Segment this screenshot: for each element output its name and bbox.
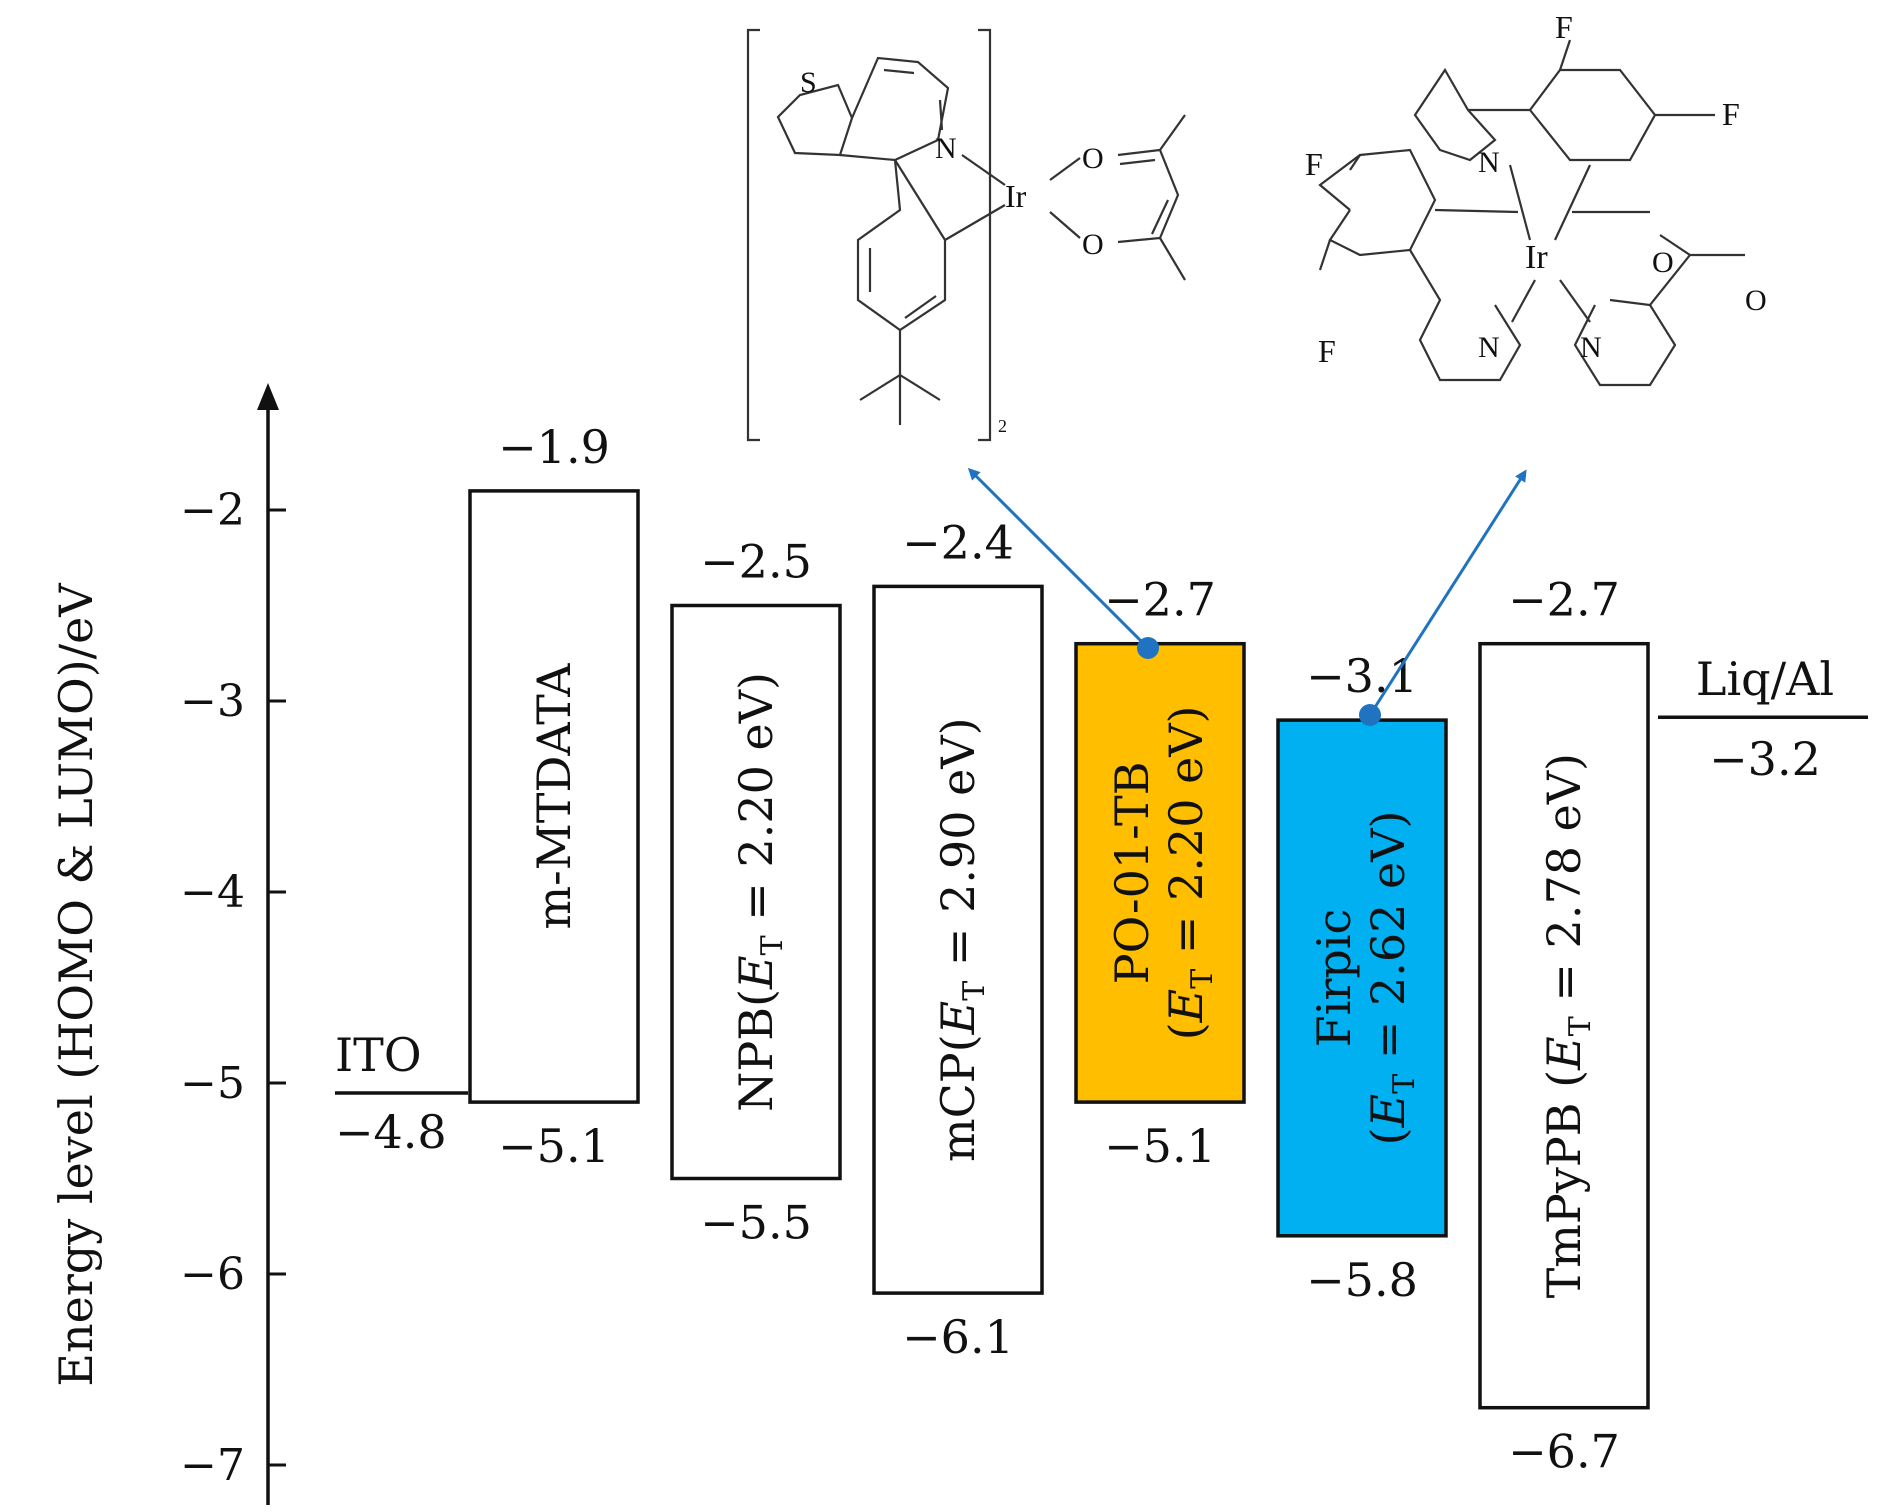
- pyridine-ring: [839, 56, 950, 162]
- atom-o-2: O: [1745, 284, 1767, 317]
- layer-label: (ET = 2.20 eV): [1159, 706, 1220, 1041]
- layer-label: NPB(ET = 2.20 eV): [729, 672, 790, 1112]
- lumo-label: −3.1: [1306, 649, 1418, 703]
- electrodes: ITO −4.8 Liq/Al −3.2: [335, 652, 1868, 1159]
- ir-bonds: [1434, 164, 1650, 323]
- layer-box: [468, 489, 640, 1104]
- emitter-arrows: [967, 467, 1527, 726]
- y-tick-label: −3: [180, 676, 245, 727]
- layer-mmtdata: −1.9 −5.1 m-MTDATA: [468, 420, 640, 1173]
- layer-box: [1276, 718, 1448, 1238]
- firpic-arrow: [1368, 469, 1527, 716]
- top-difluorophenyl: [1468, 68, 1657, 162]
- atom-f-3: F: [1305, 146, 1323, 182]
- atom-ir: Ir: [1005, 178, 1027, 214]
- right-bracket: [978, 28, 992, 442]
- carboxylate: [1649, 234, 1745, 306]
- homo-label: −5.1: [498, 1119, 610, 1173]
- bracket-subscript: 2: [998, 416, 1007, 436]
- cathode-name: Liq/Al: [1696, 652, 1834, 706]
- homo-label: −5.1: [1104, 1119, 1216, 1173]
- homo-label: −5.5: [700, 1196, 812, 1250]
- y-axis-label: Energy level (HOMO & LUMO)/eV: [49, 583, 103, 1387]
- ito-level-label: −4.8: [335, 1105, 447, 1159]
- atom-n-left: N: [1478, 331, 1500, 364]
- layer-npb: −2.5 −5.5 NPB(ET = 2.20 eV): [670, 535, 842, 1250]
- layer-box: [1074, 641, 1246, 1104]
- layer-label: PO-01-TB: [1105, 761, 1159, 984]
- layer-box: [872, 584, 1044, 1295]
- cathode-level-label: −3.2: [1709, 732, 1821, 786]
- layer-firpic: −3.1 −5.8 Firpic(ET = 2.62 eV): [1276, 649, 1448, 1307]
- y-tick-label: −6: [180, 1249, 245, 1300]
- phenyl-ring: [856, 159, 947, 332]
- atom-s: S: [800, 66, 817, 99]
- lumo-label: −2.7: [1508, 573, 1620, 627]
- layer-label: mCP(ET = 2.90 eV): [931, 717, 992, 1162]
- layer-box: [670, 603, 842, 1181]
- lumo-label: −2.4: [902, 515, 1014, 569]
- layer-label: (ET = 2.62 eV): [1361, 811, 1422, 1146]
- homo-label: −6.1: [902, 1310, 1014, 1364]
- layer-po01tb: −2.7 −5.1 PO-01-TB(ET = 2.20 eV): [1074, 573, 1246, 1173]
- f-bond-left-1: [1349, 154, 1361, 171]
- layer-label: m-MTDATA: [527, 663, 581, 930]
- acac-double-2: [1151, 199, 1169, 235]
- atom-ir: Ir: [1525, 239, 1548, 276]
- y-tick-label: −4: [180, 867, 245, 918]
- atom-n-top: N: [1478, 146, 1500, 179]
- po01tb-structure: S N Ir O O 2: [746, 28, 1186, 442]
- layer-label: Firpic: [1307, 909, 1361, 1048]
- y-axis-ticks: −2 −3 −4 −5 −6 −7: [180, 485, 286, 1491]
- atom-o-1: O: [1652, 246, 1674, 279]
- atom-o-top: O: [1082, 142, 1104, 175]
- tert-butyl: [859, 330, 941, 425]
- phenyl-double-2: [904, 295, 937, 319]
- lumo-label: −2.7: [1104, 573, 1216, 627]
- y-axis-arrowhead: [257, 383, 279, 410]
- lumo-label: −2.5: [700, 535, 812, 589]
- f-bond-top-1: [1558, 39, 1572, 71]
- atom-f-4: F: [1318, 333, 1336, 369]
- lumo-label: −1.9: [498, 420, 610, 474]
- y-tick-label: −2: [180, 485, 245, 536]
- homo-label: −6.7: [1508, 1425, 1620, 1479]
- atom-o-bottom: O: [1082, 228, 1104, 261]
- bottom-left-pyridine: [1409, 249, 1522, 382]
- pyridine-double-2: [938, 99, 944, 131]
- atom-n: N: [935, 132, 957, 165]
- ito-name: ITO: [335, 1028, 422, 1082]
- n-ir-bond: [961, 154, 1006, 186]
- y-axis: Energy level (HOMO & LUMO)/eV −2 −3 −4 −5 −6…: [49, 383, 286, 1505]
- y-tick-label: −5: [180, 1058, 245, 1109]
- layers: −1.9 −5.1 m-MTDATA −2.5 −5.5 NPB(ET = 2.20 eV…: [468, 420, 1650, 1479]
- layer-box: [1478, 641, 1650, 1410]
- homo-label: −5.8: [1306, 1253, 1418, 1307]
- left-bracket: [746, 28, 760, 442]
- acac-double-1: [1119, 158, 1156, 166]
- atom-f-1: F: [1555, 9, 1573, 45]
- c-ir-bond: [944, 204, 1006, 241]
- atom-n-right: N: [1580, 331, 1602, 364]
- acac-ring: [1049, 114, 1186, 281]
- f-bond-left-2: [1318, 239, 1332, 271]
- atom-f-2: F: [1722, 96, 1740, 132]
- y-tick-label: −7: [180, 1440, 245, 1491]
- layer-tmpypb: −2.7 −6.7 TmPyPB (ET = 2.78 eV): [1478, 573, 1650, 1479]
- firpic-structure: F F F F N N N Ir O O: [1305, 9, 1767, 387]
- layer-mcp: −2.4 −6.1 mCP(ET = 2.90 eV): [872, 515, 1044, 1364]
- pyridine-double-1: [883, 68, 915, 75]
- po01tb-arrow: [967, 467, 1150, 650]
- left-difluorophenyl: [1318, 148, 1437, 257]
- layer-label: TmPyPB (ET = 2.78 eV): [1537, 753, 1598, 1298]
